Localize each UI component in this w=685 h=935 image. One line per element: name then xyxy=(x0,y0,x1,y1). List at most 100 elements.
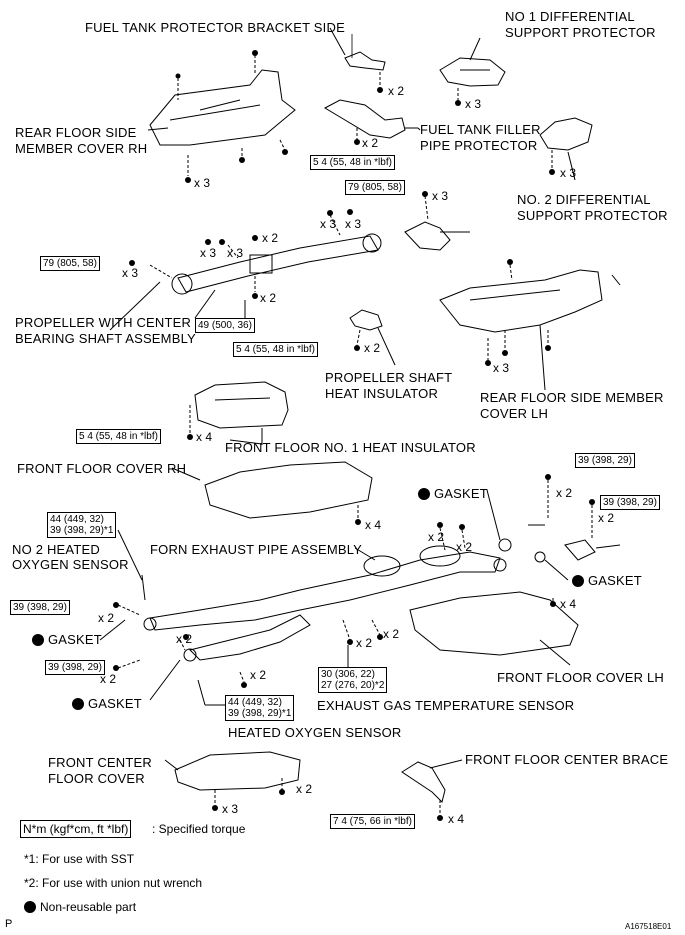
label-rear-floor-side-member-cover-rh-line2: MEMBER COVER RH xyxy=(15,141,148,156)
label-exhaust-gas-temperature-sensor: EXHAUST GAS TEMPERATURE SENSOR xyxy=(317,698,575,713)
label-propeller-line1: PROPELLER WITH CENTER xyxy=(15,315,192,330)
qty-bracket-bolts: x 2 xyxy=(388,84,405,98)
qty-temp-sensor-right: x 2 xyxy=(383,627,400,641)
label-no1-diff-protector-line2: SUPPORT PROTECTOR xyxy=(505,25,656,40)
qty-diff-flange-bolts: x 3 xyxy=(432,189,449,203)
label-front-exhaust-pipe-assembly: FORN EXHAUST PIPE ASSEMBLY xyxy=(150,542,363,557)
label-front-center-floor-cover-line2: FLOOR COVER xyxy=(48,771,145,786)
front-floor-center-brace-part xyxy=(401,761,446,803)
label-fuel-tank-filler-line1: FUEL TANK FILLER xyxy=(420,122,541,137)
qty-manifold-nuts-2: x 2 xyxy=(100,672,117,686)
non-reusable-marker-icon xyxy=(32,634,44,646)
qty-rh-floor-cover-bolts: x 4 xyxy=(365,518,382,532)
qty-heat-insulator-bolts: x 2 xyxy=(364,341,381,355)
fuel-tank-filler-pipe-protector-part xyxy=(323,99,406,139)
front-exhaust-pipe-part xyxy=(149,551,501,631)
non-reusable-marker-icon xyxy=(418,488,430,500)
rear-floor-side-member-cover-rh-part xyxy=(149,69,296,146)
non-reusable-marker-icon xyxy=(72,698,84,710)
qty-filler-pipe-bolts: x 2 xyxy=(362,136,379,150)
non-reusable-marker-icon xyxy=(24,901,36,913)
qty-rh-cover-bolts: x 3 xyxy=(194,176,211,190)
torque-box-diff-flange: 79 (805, 58) xyxy=(345,180,405,195)
qty-center-bearing-bolts-top: x 2 xyxy=(262,231,279,245)
legend-note-union-nut: *2: For use with union nut wrench xyxy=(24,876,203,890)
no1-differential-support-protector-part xyxy=(439,57,506,87)
qty-center-brace-bolts: x 4 xyxy=(448,812,465,826)
qty-center-bearing-bolts: x 2 xyxy=(260,291,277,305)
label-gasket-1: GASKET xyxy=(418,486,488,501)
qty-rear-flange-bolts-1: x 2 xyxy=(556,486,573,500)
no2-differential-support-protector-part xyxy=(539,117,593,151)
fuel-tank-protector-bracket-part xyxy=(344,51,386,71)
qty-center-cover-bolts-right: x 2 xyxy=(296,782,313,796)
qty-no1-diff-bolts: x 3 xyxy=(465,97,482,111)
label-no2-heated-oxygen-sensor-line1: NO 2 HEATED xyxy=(12,542,100,557)
torque-box-center-bearing: 49 (500, 36) xyxy=(195,318,255,333)
label-gasket-2: GASKET xyxy=(572,573,642,588)
torque-box-heat-insulator: 5 4 (55, 48 in *lbf) xyxy=(233,342,318,357)
qty-center-cover-bolts: x 3 xyxy=(222,802,239,816)
rear-floor-side-member-cover-lh-part xyxy=(439,269,603,333)
qty-joint-washers: x 3 xyxy=(200,246,217,260)
torque-box-floor-insulator: 5 4 (55, 48 in *lbf) xyxy=(76,429,161,444)
qty-joint-bolts: x 3 xyxy=(227,246,244,260)
label-rear-floor-side-member-cover-rh-line1: REAR FLOOR SIDE xyxy=(15,125,137,140)
qty-temp-sensor-left: x 2 xyxy=(356,636,373,650)
label-front-floor-cover-rh: FRONT FLOOR COVER RH xyxy=(17,461,187,476)
torque-box-center-brace: 7 4 (75, 66 in *lbf) xyxy=(330,814,415,829)
label-rear-floor-side-member-cover-lh-line1: REAR FLOOR SIDE MEMBER xyxy=(480,390,664,405)
qty-floor-insulator-bolts: x 4 xyxy=(196,430,213,444)
label-fuel-tank-protector-bracket-side: FUEL TANK PROTECTOR BRACKET SIDE xyxy=(85,20,345,35)
legend-unit-box: N*m (kgf*cm, ft *lbf) xyxy=(20,820,132,838)
torque-box-manifold-2: 39 (398, 29) xyxy=(45,660,105,675)
legend-unit-description: : Specified torque xyxy=(152,822,246,836)
label-propeller-heat-insulator-line2: HEAT INSULATOR xyxy=(325,386,439,401)
torque-box-rear-flange-1: 39 (398, 29) xyxy=(575,453,635,468)
label-no2-diff-protector-line2: SUPPORT PROTECTOR xyxy=(517,208,668,223)
qty-no2-diff-bolts: x 3 xyxy=(560,166,577,180)
qty-rear-flange-bolts-2: x 2 xyxy=(598,511,615,525)
qty-sensor-bracket-bolts: x 2 xyxy=(176,632,193,646)
non-reusable-marker-icon xyxy=(572,575,584,587)
torque-box-exhaust-temp-sensor: 30 (306, 22)27 (276, 20)*2 xyxy=(318,667,388,693)
label-front-floor-cover-lh: FRONT FLOOR COVER LH xyxy=(497,670,665,685)
label-no2-diff-protector-line1: NO. 2 DIFFERENTIAL xyxy=(517,192,651,207)
qty-lh-cover-bolts: x 3 xyxy=(493,361,510,375)
front-floor-cover-rh-part xyxy=(204,461,373,519)
label-heated-oxygen-sensor: HEATED OXYGEN SENSOR xyxy=(228,725,402,740)
label-fuel-tank-filler-line2: PIPE PROTECTOR xyxy=(420,138,538,153)
torque-box-propeller-rear: 79 (805, 58) xyxy=(40,256,100,271)
legend-note-sst: *1: For use with SST xyxy=(24,852,135,866)
qty-manifold-nuts-1: x 2 xyxy=(98,611,115,625)
qty-lh-floor-cover-bolts: x 4 xyxy=(560,597,577,611)
torque-box-rear-flange-2: 39 (398, 29) xyxy=(600,495,660,510)
qty-exhaust-bolts-2: x 2 xyxy=(456,540,473,554)
label-propeller-line2: BEARING SHAFT ASSEMBLY xyxy=(15,331,196,346)
figure-code: A167518E01 xyxy=(625,922,672,931)
label-gasket-4: GASKET xyxy=(72,696,142,711)
qty-propeller-rear-nuts: x 3 xyxy=(122,266,139,280)
torque-box-heated-oxygen-sensor: 44 (449, 32)39 (398, 29)*1 xyxy=(225,695,295,721)
front-floor-heat-insulator-part xyxy=(194,381,289,429)
torque-box-filler-pipe: 5 4 (55, 48 in *lbf) xyxy=(310,155,395,170)
label-propeller-heat-insulator-line1: PROPELLER SHAFT xyxy=(325,370,453,385)
label-front-floor-center-brace: FRONT FLOOR CENTER BRACE xyxy=(465,752,669,767)
propeller-shaft-heat-insulator-part xyxy=(349,309,383,331)
torque-box-no2-oxygen-sensor: 44 (449, 32)39 (398, 29)*1 xyxy=(47,512,117,538)
label-gasket-3: GASKET xyxy=(32,632,102,647)
qty-exhaust-bolts-1: x 2 xyxy=(428,530,445,544)
label-no2-heated-oxygen-sensor-line2: OXYGEN SENSOR xyxy=(12,557,129,572)
label-no1-diff-protector-line1: NO 1 DIFFERENTIAL xyxy=(505,9,635,24)
front-center-floor-cover-part xyxy=(174,751,301,791)
label-front-center-floor-cover-line1: FRONT CENTER xyxy=(48,755,152,770)
torque-box-manifold-1: 39 (398, 29) xyxy=(10,600,70,615)
label-front-floor-no1-heat-insulator: FRONT FLOOR NO. 1 HEAT INSULATOR xyxy=(225,440,476,455)
label-rear-floor-side-member-cover-lh-line2: COVER LH xyxy=(480,406,549,421)
corner-letter: P xyxy=(5,918,13,930)
qty-shaft-nuts-2: x 3 xyxy=(345,217,362,231)
qty-pipe-clamp-bolts: x 2 xyxy=(250,668,267,682)
legend-non-reusable: Non-reusable part xyxy=(24,900,136,914)
